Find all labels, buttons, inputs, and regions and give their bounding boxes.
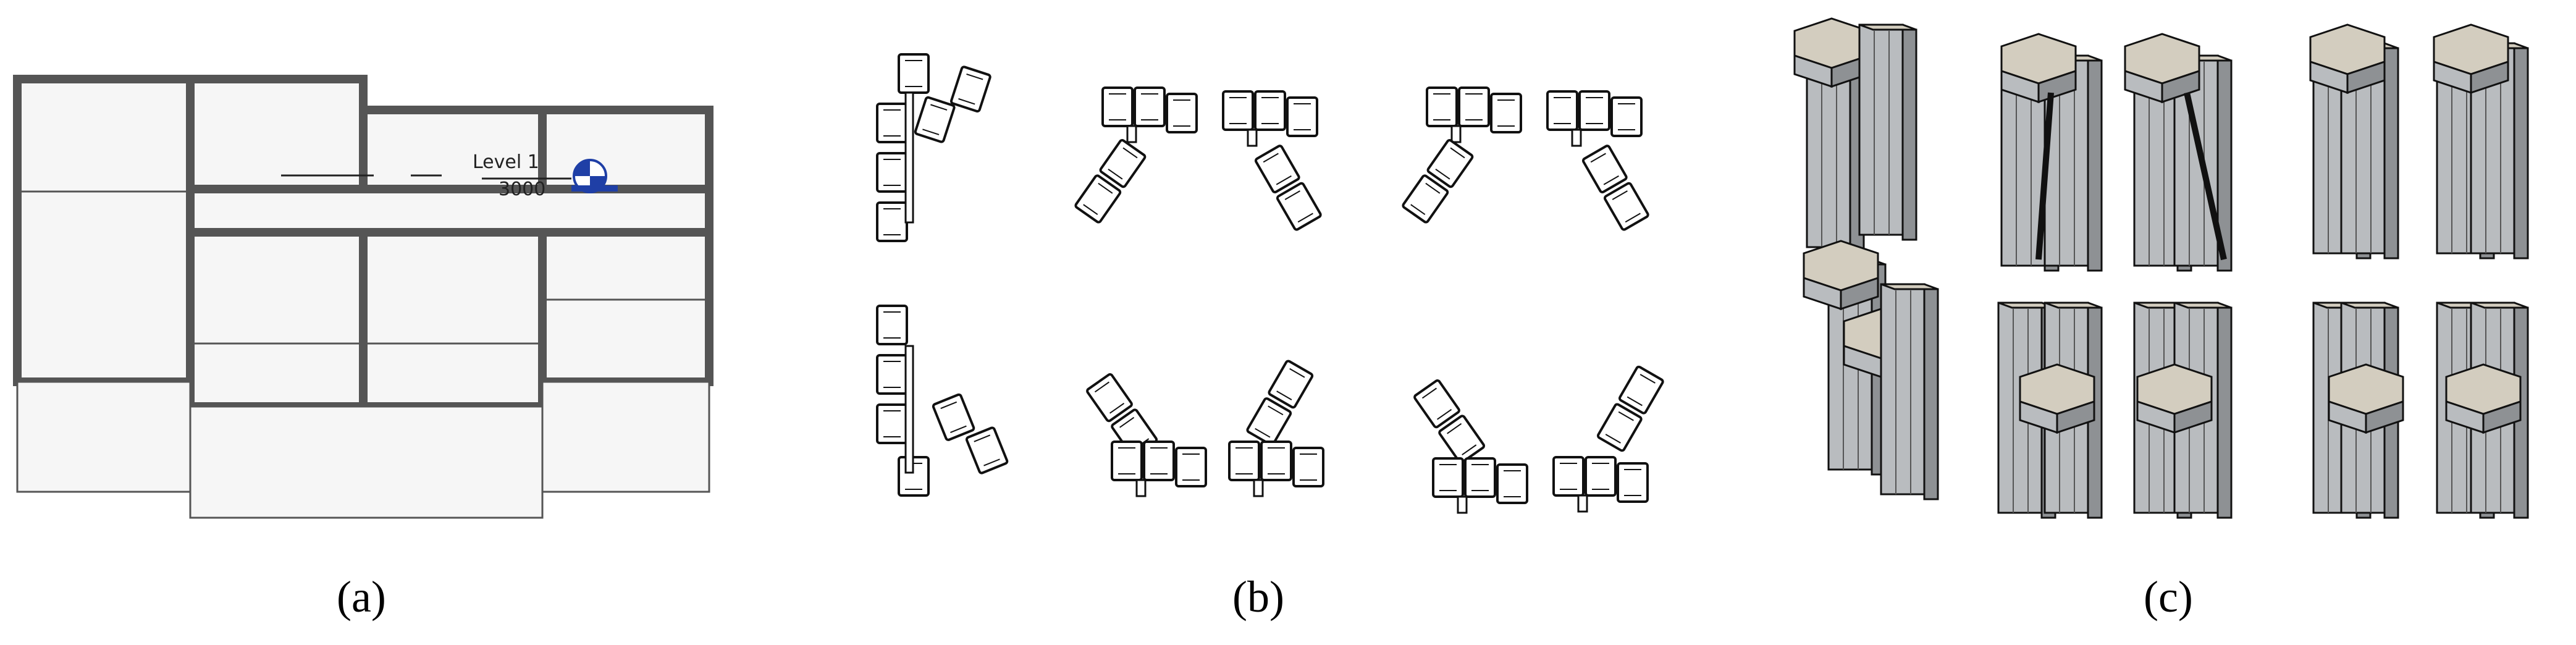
massing-variant-2 bbox=[1997, 33, 2103, 519]
plan-partitions bbox=[16, 190, 710, 519]
caption-a: (a) bbox=[337, 572, 386, 622]
caption-c: (c) bbox=[2144, 572, 2193, 622]
caption-b: (b) bbox=[1232, 572, 1284, 622]
layout-variant-5 bbox=[1400, 88, 1521, 225]
level-elevation-label: 3000 bbox=[499, 179, 545, 200]
level-head-icon bbox=[571, 159, 618, 193]
layout-variant-7 bbox=[1085, 372, 1206, 496]
massing-variant-4 bbox=[2309, 23, 2404, 519]
layout-variant-1 bbox=[876, 53, 992, 242]
layout-variant-10 bbox=[1554, 365, 1665, 512]
massing-variant-5 bbox=[2433, 23, 2529, 519]
layout-variant-4 bbox=[1223, 91, 1323, 232]
layout-variant-9 bbox=[1412, 378, 1527, 513]
massing-variant-1 bbox=[1793, 17, 1939, 500]
layout-variant-6 bbox=[1547, 91, 1651, 232]
level-name-label: Level 1 bbox=[473, 151, 539, 173]
panel-b-layout-variants bbox=[876, 53, 1665, 513]
panel-c-3d-massing bbox=[1793, 17, 2529, 519]
panel-a-floor-plan: Level 1 3000 bbox=[13, 75, 713, 519]
section-lines bbox=[281, 174, 571, 180]
layout-variant-2 bbox=[876, 305, 1009, 497]
massing-variant-3 bbox=[2124, 33, 2233, 519]
plan-walls bbox=[13, 75, 713, 411]
layout-variant-3 bbox=[1073, 88, 1197, 225]
layout-variant-8 bbox=[1229, 359, 1323, 496]
